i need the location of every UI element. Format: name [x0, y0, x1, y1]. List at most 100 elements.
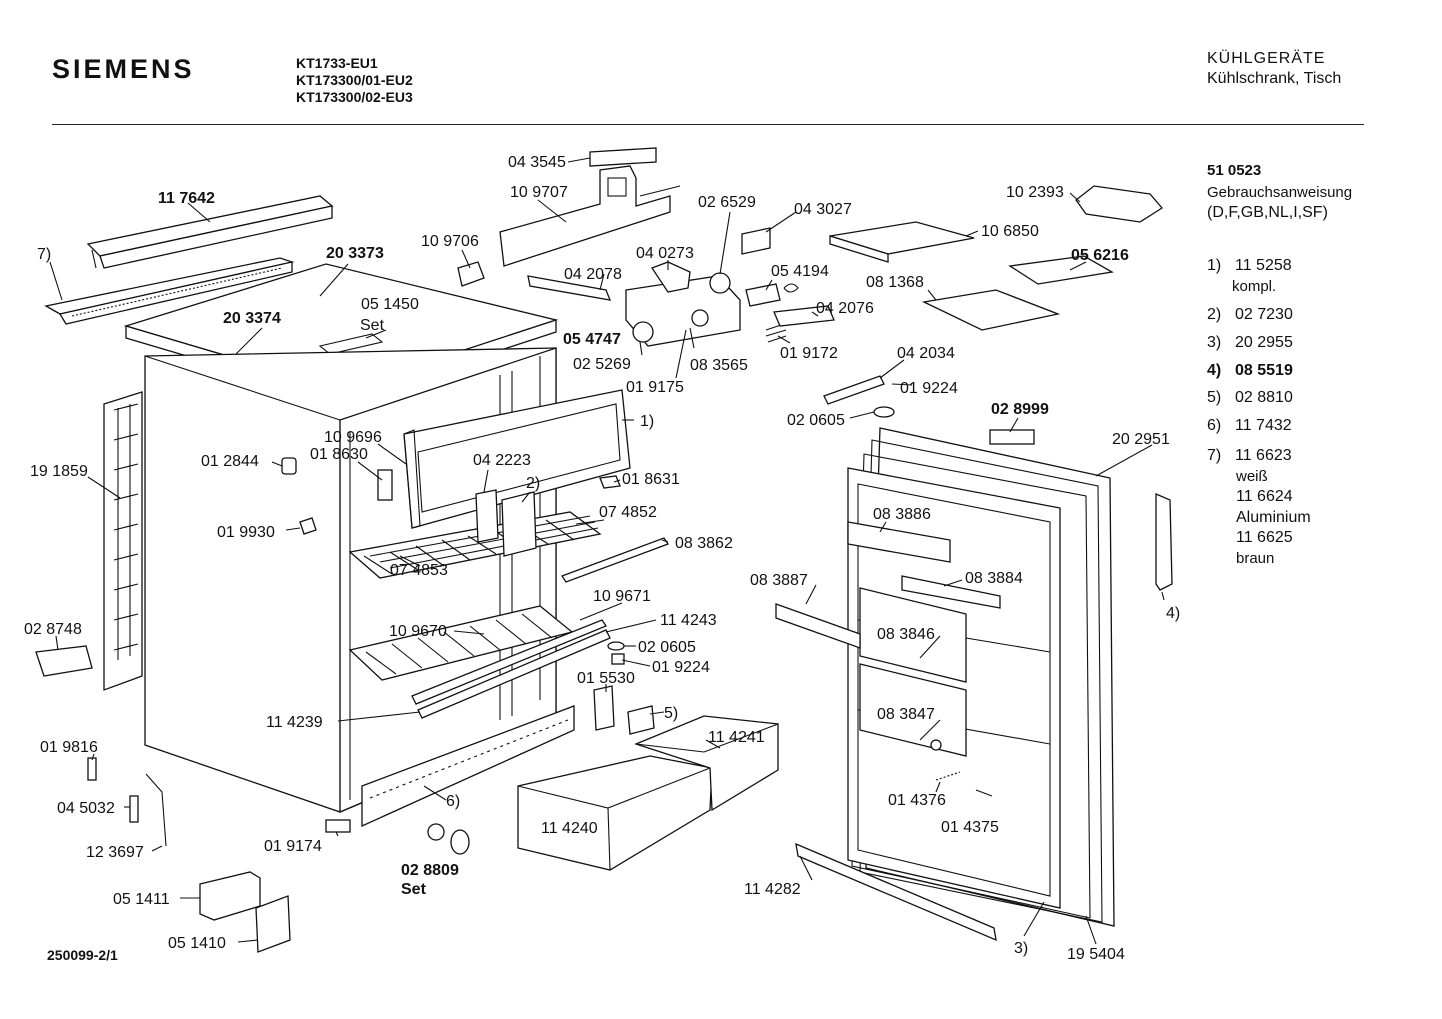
category-title: KÜHLGERÄTE: [1207, 50, 1326, 67]
part-label: 01 8630: [310, 446, 368, 463]
model-number: KT1733-EU1: [296, 55, 378, 71]
note-key: 2): [1207, 306, 1222, 323]
part-label: 10 2393: [1006, 184, 1064, 201]
part-label: 04 0273: [636, 245, 694, 262]
part-label: 01 5530: [577, 670, 635, 687]
leader-lines: [49, 157, 1165, 945]
part-label: Set: [360, 317, 385, 334]
part-label: 01 4375: [941, 819, 999, 836]
part-label: 1): [640, 413, 654, 430]
note-key: 5): [1207, 389, 1222, 406]
note-key: 3): [1207, 334, 1222, 351]
vegetable-bin-part: [517, 715, 779, 871]
part-label: 05 6216: [1071, 247, 1129, 264]
note-value: braun: [1236, 550, 1275, 567]
part-label: 19 5404: [1067, 946, 1125, 963]
part-label: 01 9224: [652, 659, 710, 676]
model-number: KT173300/02-EU3: [296, 89, 413, 105]
part-label: 01 8631: [622, 471, 680, 488]
part-label: 02 8999: [991, 401, 1049, 418]
part-label: 10 9707: [510, 184, 568, 201]
part-label: 10 9671: [593, 588, 651, 605]
part-label: 7): [37, 246, 51, 263]
note-value: weiß: [1236, 468, 1268, 485]
part-label: 4): [1166, 605, 1180, 622]
note-key: 4): [1207, 362, 1222, 379]
part-label: 08 3846: [877, 626, 935, 643]
manual-languages: (D,F,GB,NL,I,SF): [1207, 204, 1328, 221]
note-value: 11 6625: [1236, 529, 1293, 546]
part-label: 12 3697: [86, 844, 144, 861]
part-label: 05 1450: [361, 296, 419, 313]
small-hardware-parts: [35, 375, 1035, 953]
hinge-bracket-part: [457, 147, 681, 301]
part-label: 11 4243: [660, 612, 717, 629]
part-label: 05 1411: [113, 891, 170, 908]
manual-title: Gebrauchsanweisung: [1207, 184, 1353, 201]
part-label: 02 8748: [24, 621, 82, 638]
ice-tray-part: [741, 185, 1163, 331]
part-label: 02 0605: [638, 639, 696, 656]
ventilation-grille-part: [44, 257, 295, 325]
note-value: 11 5258: [1235, 257, 1292, 274]
condenser-coil-part: [103, 391, 143, 691]
part-label: 10 9670: [389, 623, 447, 640]
part-label: 11 4239: [266, 714, 323, 731]
model-number: KT173300/01-EU2: [296, 72, 413, 88]
note-value: kompl.: [1232, 278, 1277, 295]
note-value: 11 6623: [1235, 447, 1292, 464]
part-label: 20 3373: [326, 245, 384, 262]
part-label: 05 4194: [771, 263, 829, 280]
part-label: 10 9706: [421, 233, 479, 250]
part-label: 6): [446, 793, 460, 810]
part-label: 5): [664, 705, 678, 722]
part-label: 08 3884: [965, 570, 1023, 587]
part-label: 04 2223: [473, 452, 531, 469]
part-label: 07 4853: [390, 562, 448, 579]
part-label: 19 1859: [30, 463, 88, 480]
note-value: 20 2955: [1235, 334, 1293, 351]
bottom-cover-part: [361, 705, 575, 828]
part-label: 02 8809: [401, 862, 459, 879]
part-label: 01 9175: [626, 379, 684, 396]
thermostat-part: [625, 261, 835, 347]
part-label: 05 1410: [168, 935, 226, 952]
part-label: 08 3565: [690, 357, 748, 374]
part-label: 08 3887: [750, 572, 808, 589]
note-value: Aluminium: [1236, 509, 1311, 526]
part-label: Set: [401, 881, 427, 898]
top-rail-part: [86, 195, 334, 269]
freezer-compartment-part: [403, 389, 631, 529]
part-label: 01 9816: [40, 739, 98, 756]
part-label: 11 7642: [158, 190, 215, 207]
part-label: 02 0605: [787, 412, 845, 429]
note-value: 02 8810: [1235, 389, 1293, 406]
part-label: 04 3545: [508, 154, 566, 171]
part-label: 01 9172: [780, 345, 838, 362]
shelf-rail-part: [411, 537, 669, 719]
part-label: 04 5032: [57, 800, 115, 817]
document-number: 250099-2/1: [47, 947, 118, 963]
part-label: 10 9696: [324, 429, 382, 446]
part-label: 02 5269: [573, 356, 631, 373]
part-label: 01 9174: [264, 838, 322, 855]
part-label: 20 2951: [1112, 431, 1170, 448]
category-subtitle: Kühlschrank, Tisch: [1207, 70, 1342, 87]
part-label: 01 9930: [217, 524, 275, 541]
part-label: 02 6529: [698, 194, 756, 211]
note-key: 6): [1207, 417, 1222, 434]
part-label: 10 6850: [981, 223, 1039, 240]
brand-logo: SIEMENS: [52, 54, 195, 84]
note-value: 02 7230: [1235, 306, 1293, 323]
part-label: 3): [1014, 940, 1028, 957]
part-label: 01 9224: [900, 380, 958, 397]
note-value: 11 6624: [1236, 488, 1293, 505]
note-value: 08 5519: [1235, 362, 1293, 379]
part-label: 04 3027: [794, 201, 852, 218]
note-value: 11 7432: [1235, 417, 1292, 434]
part-label: 20 3374: [223, 310, 281, 327]
part-label: 11 4241: [708, 729, 765, 746]
part-label: 08 3886: [873, 506, 931, 523]
part-label: 08 1368: [866, 274, 924, 291]
